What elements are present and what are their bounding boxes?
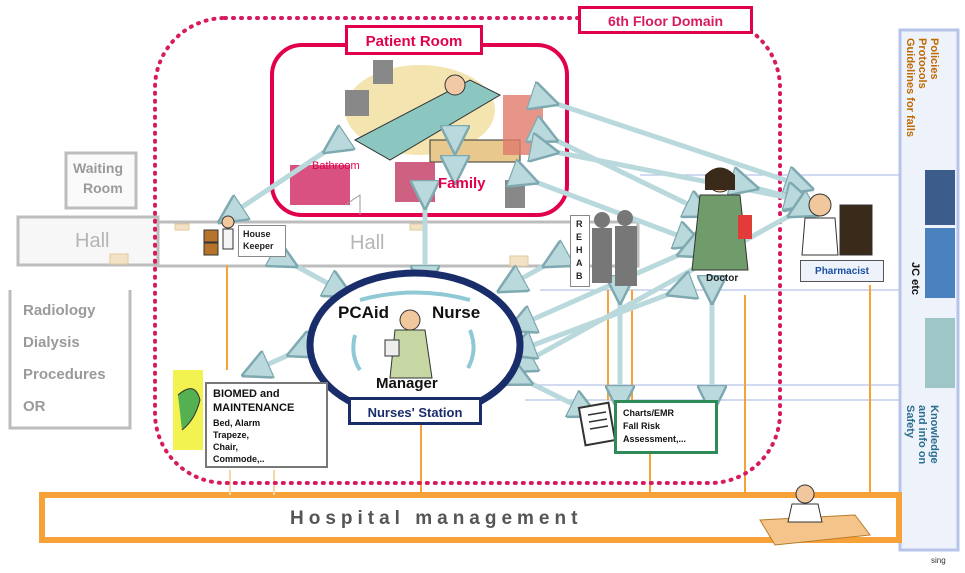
hall-left-label: Hall (75, 230, 110, 252)
policies-line: Protocols (916, 38, 928, 89)
nurse-cycle-arrows (351, 290, 476, 372)
service-or: OR (23, 398, 46, 415)
rehab-letter: A (576, 258, 583, 268)
charts-illustration (577, 401, 617, 447)
jc-image-2 (925, 228, 955, 298)
policies-line: Guidelines for falls (904, 38, 916, 138)
charts-label-2: Fall Risk (623, 421, 661, 431)
housekeeper-label-1: House (243, 229, 271, 239)
service-procedures: Procedures (23, 366, 106, 383)
pharmacist-figure (801, 193, 873, 256)
service-dialysis: Dialysis (23, 334, 80, 351)
patient-room-title: Patient Room (365, 33, 463, 50)
biomed-item: Trapeze, (213, 430, 250, 440)
charts-label-1: Charts/EMR (623, 408, 675, 418)
policies-text: Policies Protocols Guidelines for falls (904, 38, 940, 137)
rehab-letter: H (576, 245, 583, 255)
floor-domain-label: 6th Floor Domain (607, 13, 724, 29)
biomed-item: Bed, Alarm (213, 418, 261, 428)
jc-text: JC etc (909, 262, 921, 296)
hospital-management-label: Hospital management (290, 508, 583, 529)
rehab-letter: E (576, 232, 583, 242)
knowledge-line: Knowledge (928, 405, 940, 464)
biomed-title-2: MAINTENANCE (213, 402, 295, 414)
charts-box: Charts/EMR Fall Risk Assessment,... (614, 400, 718, 454)
rehab-box: R E H A B (570, 215, 590, 287)
knowledge-text: Knowledge and info on Safety (904, 405, 940, 464)
rehab-letter: B (576, 271, 583, 281)
pharmacist-box: Pharmacist (800, 260, 884, 282)
patient-room-title-box: Patient Room (345, 25, 483, 55)
biomed-box: BIOMED and MAINTENANCE Bed, Alarm Trapez… (205, 382, 328, 468)
relationship-arrows (230, 100, 800, 410)
manager-label: Manager (376, 375, 438, 392)
nurses-station-box: Nurses' Station (348, 397, 482, 425)
waiting-room-label-1: Waiting (73, 160, 124, 176)
biomed-illustration (173, 370, 203, 450)
floor-domain-boundary (153, 16, 782, 485)
housekeeper-figure (203, 215, 235, 256)
hall-center-label: Hall (350, 232, 385, 254)
nurse-label: Nurse (432, 303, 481, 322)
jc-image-3 (925, 318, 955, 388)
pharmacist-label: Pharmacist (815, 266, 869, 277)
family-label: Family (438, 175, 486, 192)
rehab-letter: R (576, 219, 583, 229)
floor-domain-label-box: 6th Floor Domain (578, 6, 753, 34)
pcaid-label: PCAid (338, 303, 389, 322)
doctor-label: Doctor (706, 273, 739, 284)
charts-label-3: Assessment,... (623, 434, 687, 444)
policies-line: Policies (928, 38, 940, 80)
doctor-figure (691, 167, 752, 271)
jc-image-1 (925, 170, 955, 225)
nurses-station-label: Nurses' Station (367, 405, 463, 420)
manager-desk-illustration (759, 484, 871, 546)
hospital-management-bar (39, 492, 902, 543)
rehab-silhouettes (592, 210, 637, 286)
bathroom-label: Bathroom (312, 160, 360, 172)
nurse-figure (384, 309, 433, 379)
housekeeper-label-2: Keeper (243, 241, 274, 251)
housekeeper-box: House Keeper (238, 225, 286, 257)
biomed-item: Commode,.. (213, 454, 265, 464)
biomed-item: Chair, (213, 442, 239, 452)
biomed-title-1: BIOMED and (213, 388, 280, 400)
footer-note: sing (931, 556, 946, 565)
knowledge-line: and info on (916, 405, 928, 465)
knowledge-line: Safety (904, 405, 916, 439)
waiting-room-label-2: Room (83, 180, 123, 196)
service-radiology: Radiology (23, 302, 96, 319)
